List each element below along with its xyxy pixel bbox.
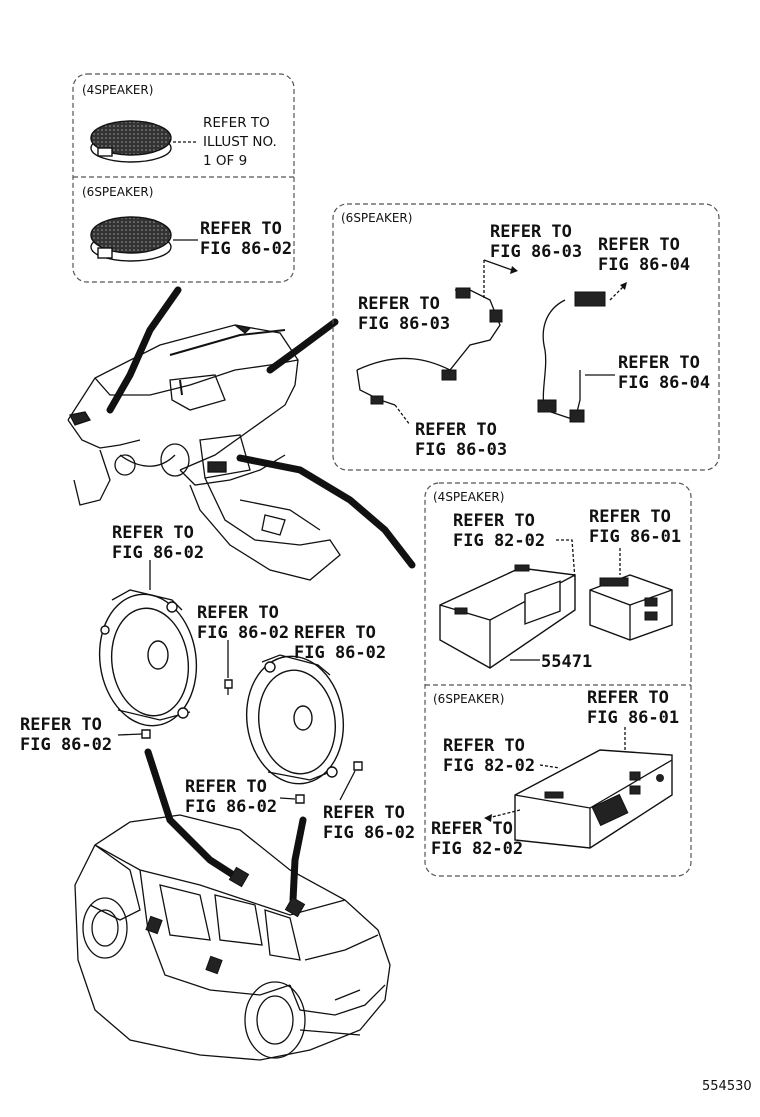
usb-4speaker-ref-b-line2: FIG 86-01 <box>589 527 681 547</box>
usb-6speaker-ref-b-line2: FIG 82-02 <box>443 756 535 776</box>
door-speaker-front[interactable] <box>91 588 204 732</box>
front-speaker-ref-line2: FIG 86-02 <box>112 543 204 563</box>
screw-front[interactable] <box>224 679 233 695</box>
wiring-panel-title: (6SPEAKER) <box>341 211 412 225</box>
bolt1-leader <box>279 797 296 800</box>
left-screw-ref-line1: REFER TO <box>20 715 102 735</box>
door-speaker-rear[interactable] <box>239 650 352 790</box>
harness-86-03[interactable] <box>356 289 501 371</box>
tweeter-4speaker-title: (4SPEAKER) <box>82 83 153 97</box>
harness2-connector-1 <box>574 291 606 307</box>
bolt1-ref-line2: FIG 86-02 <box>185 797 277 817</box>
wiring-ref-d-line2: FIG 86-04 <box>618 373 710 393</box>
tweeter-panel-border <box>72 73 295 283</box>
tweeter-6speaker-part[interactable] <box>90 216 172 262</box>
screw-left-leader <box>117 733 143 736</box>
usb-6speaker-ref-a-line2: FIG 86-01 <box>587 708 679 728</box>
tweeter-6speaker-ref-line2: FIG 86-02 <box>200 239 292 259</box>
usb-6speaker-ref-c-line1: REFER TO <box>431 819 513 839</box>
screw-ref-line1: REFER TO <box>197 603 279 623</box>
screw-bolt-2[interactable] <box>353 761 363 771</box>
bolt2-ref-line2: FIG 86-02 <box>323 823 415 843</box>
car-illustration <box>74 814 391 1061</box>
tweeter-4speaker-ref-line1: REFER TO <box>203 115 270 131</box>
wiring-ref-b-line1: REFER TO <box>598 235 680 255</box>
harness-connector-3 <box>441 369 457 381</box>
usb-panel: (4SPEAKER) REFER TO FIG 82-02 REFER TO F… <box>424 482 692 877</box>
harness-connector-2 <box>489 309 503 323</box>
harness-connector-1 <box>455 287 471 299</box>
rear-speaker-ref-line1: REFER TO <box>294 623 376 643</box>
wiring-ref-a-line2: FIG 86-03 <box>490 242 582 262</box>
usb-6speaker-ref-c-line2: FIG 82-02 <box>431 839 523 859</box>
usb-6speaker-unit[interactable] <box>514 749 673 849</box>
harness2-connector-3 <box>569 409 585 423</box>
bolt2-leader <box>339 770 356 801</box>
wiring-ref-b-line2: FIG 86-04 <box>598 255 690 275</box>
bolt2-ref-line1: REFER TO <box>323 803 405 823</box>
usb-leader-4speaker <box>236 454 416 569</box>
tweeter-leader-1 <box>106 286 182 414</box>
wiring-panel: (6SPEAKER) REFER TO FIG 86-03 REFER TO F… <box>332 203 720 471</box>
wiring-ref-e-line2: FIG 86-03 <box>415 440 507 460</box>
screw-left[interactable] <box>141 729 151 739</box>
harness2-connector-2 <box>537 399 557 413</box>
screw-bolt-1[interactable] <box>295 794 305 804</box>
front-door-leader <box>144 748 242 882</box>
part-number-55471[interactable]: 55471 <box>541 652 592 672</box>
wiring-ref-d-line1: REFER TO <box>618 353 700 373</box>
wiring-panel-border <box>332 203 720 471</box>
usb-4speaker-ref-b-line1: REFER TO <box>589 507 671 527</box>
usb-4speaker-title: (4SPEAKER) <box>433 490 504 504</box>
wiring-ref-c-line1: REFER TO <box>358 294 440 314</box>
usb-4speaker-ref-a-line1: REFER TO <box>453 511 535 531</box>
bolt1-ref-line1: REFER TO <box>185 777 267 797</box>
screw-ref-line2: FIG 86-02 <box>197 623 289 643</box>
tweeter-6speaker-ref-line1: REFER TO <box>200 219 282 239</box>
tweeter-4speaker-part[interactable] <box>90 120 172 163</box>
tweeter-panel: (4SPEAKER) REFER TO ILLUST NO. 1 OF 9 (6… <box>72 73 295 283</box>
illustration-number: 554530 <box>702 1079 752 1094</box>
usb-6speaker-ref-b-line1: REFER TO <box>443 736 525 756</box>
usb-4speaker-housing[interactable] <box>439 564 576 669</box>
wiring-ref-c-line2: FIG 86-03 <box>358 314 450 334</box>
car-speaker-marks <box>145 866 306 975</box>
usb-4speaker-ref-a-line2: FIG 82-02 <box>453 531 545 551</box>
tweeter-4speaker-ref-line3: 1 OF 9 <box>203 153 247 169</box>
rear-door-leader <box>289 816 307 904</box>
tweeter-4speaker-ref-line2: ILLUST NO. <box>203 134 277 150</box>
front-speaker-ref-line1: REFER TO <box>112 523 194 543</box>
rear-speaker-ref-line2: FIG 86-02 <box>294 643 386 663</box>
usb-panel-border <box>424 482 692 877</box>
usb-6speaker-ref-a-line1: REFER TO <box>587 688 669 708</box>
dashboard-illustration <box>67 324 341 581</box>
harness-connector-4 <box>370 395 384 405</box>
usb-4speaker-module[interactable] <box>589 574 673 641</box>
wiring-ref-a-line1: REFER TO <box>490 222 572 242</box>
tweeter-6speaker-title: (6SPEAKER) <box>82 185 153 199</box>
wiring-ref-e-line1: REFER TO <box>415 420 497 440</box>
usb-6speaker-title: (6SPEAKER) <box>433 692 504 706</box>
left-screw-ref-line2: FIG 86-02 <box>20 735 112 755</box>
